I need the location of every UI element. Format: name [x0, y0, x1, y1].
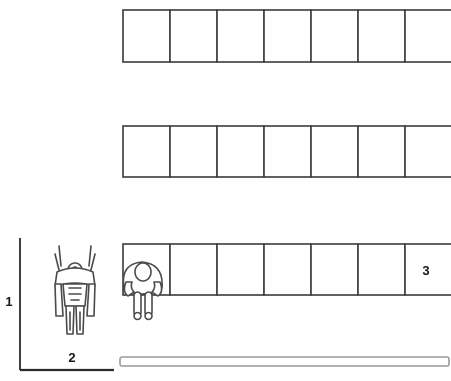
grid-cell: [311, 126, 358, 177]
grid-cell: [311, 244, 358, 295]
grid-cell: [311, 10, 358, 62]
grid-cell: [405, 126, 451, 177]
person-on-chair-icon: [123, 262, 162, 320]
grid-cell: [123, 126, 170, 177]
floor-track: [120, 357, 449, 366]
vertical-dimension-label: 1: [5, 294, 12, 309]
grid-cell: [170, 244, 217, 295]
grid-cell: [264, 126, 311, 177]
grid-cell: [123, 10, 170, 62]
grid-cell: [217, 126, 264, 177]
grid-cell: [217, 10, 264, 62]
cell-row-3: [123, 244, 451, 295]
cell-row-1: [123, 10, 451, 62]
grid-cell: [264, 10, 311, 62]
grid-cell: [405, 10, 451, 62]
robot-figure-icon: [55, 246, 95, 334]
grid-cell: [358, 244, 405, 295]
cell-marker-label: 3: [422, 263, 429, 278]
horizontal-dimension-label: 2: [68, 350, 75, 365]
grid-cell: [358, 126, 405, 177]
grid-cell: [170, 10, 217, 62]
cell-row-2: [123, 126, 451, 177]
grid-cell: [170, 126, 217, 177]
grid-cell: [358, 10, 405, 62]
grid-cell: [264, 244, 311, 295]
grid-cell: [217, 244, 264, 295]
